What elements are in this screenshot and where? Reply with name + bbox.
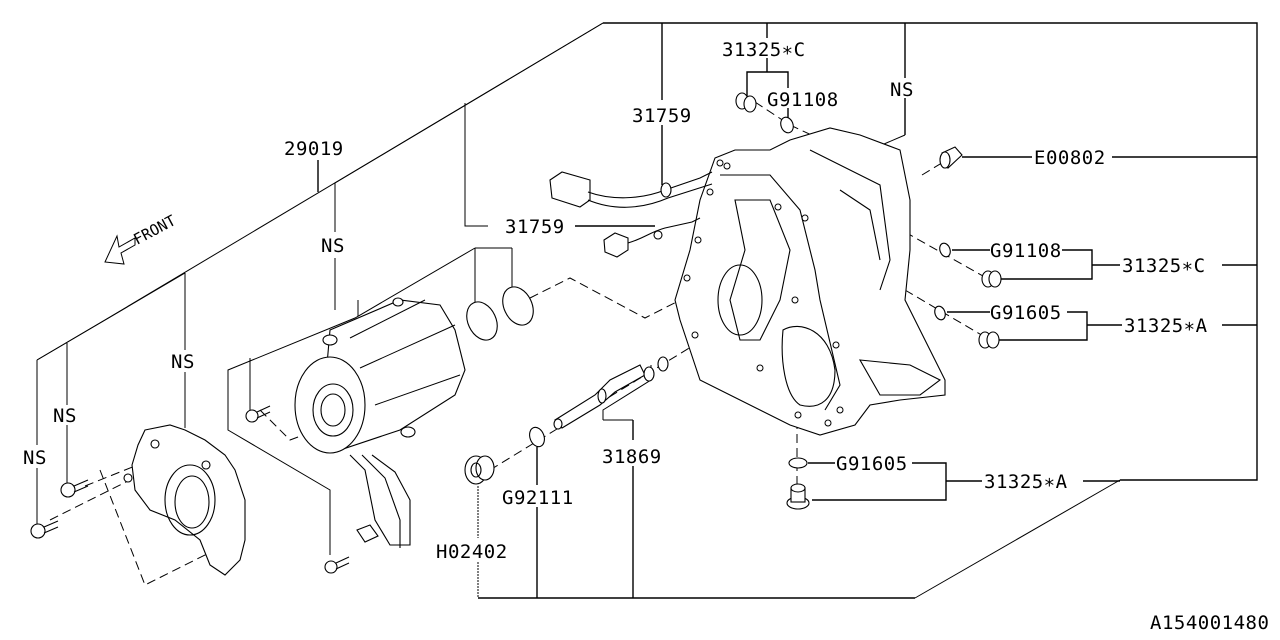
- callout-ns-bolt-b[interactable]: NS: [23, 447, 47, 469]
- plug-h02402[interactable]: [464, 455, 495, 485]
- front-arrow-icon: [104, 234, 136, 265]
- o-rings-motor[interactable]: [461, 282, 539, 345]
- bolt-motor-lower[interactable]: [324, 556, 350, 574]
- callout-31759-top[interactable]: 31759: [632, 105, 692, 127]
- callout-ns-bolt-a[interactable]: NS: [53, 405, 77, 427]
- top-leaders: [464, 23, 906, 227]
- seal-g92111[interactable]: [527, 425, 547, 449]
- harness-31759-lower[interactable]: [603, 217, 701, 258]
- callout-e00802[interactable]: E00802: [1034, 147, 1106, 169]
- callout-31869[interactable]: 31869: [602, 446, 662, 468]
- figure-id: A154001480: [1150, 612, 1269, 634]
- plug-31325c-top[interactable]: [735, 92, 757, 113]
- front-label: FRONT: [130, 211, 178, 248]
- plug-31325a-right[interactable]: [978, 331, 1000, 349]
- left-brackets: [36, 22, 604, 555]
- gasket-g91108-right[interactable]: [938, 242, 952, 259]
- front-indicator: FRONT: [104, 211, 179, 265]
- bottom-leaders: [477, 365, 652, 598]
- bolt-ns-lower[interactable]: [30, 520, 59, 539]
- bolt-ns-upper[interactable]: [60, 479, 89, 498]
- shaft-31869[interactable]: [553, 356, 669, 430]
- callout-h02402[interactable]: H02402: [436, 541, 508, 563]
- plug-31325c-right[interactable]: [981, 270, 1002, 288]
- callout-31325a-right[interactable]: 31325∗A: [1124, 315, 1208, 337]
- callout-ns-top[interactable]: NS: [890, 79, 914, 101]
- callout-ns-pump[interactable]: NS: [171, 351, 195, 373]
- electric-motor[interactable]: [294, 297, 466, 548]
- callout-31325a-bottom[interactable]: 31325∗A: [984, 471, 1068, 493]
- right-leaders: [808, 156, 1257, 501]
- bolt-motor-upper[interactable]: [245, 405, 271, 423]
- callout-g91108-top[interactable]: G91108: [767, 89, 839, 111]
- gasket-g91605-right[interactable]: [933, 305, 947, 322]
- callout-g92111[interactable]: G92111: [502, 487, 574, 509]
- callout-31325c-top[interactable]: 31325∗C: [722, 39, 806, 61]
- callout-g91108-right[interactable]: G91108: [990, 240, 1062, 262]
- bolt-holes: [683, 159, 844, 427]
- plug-31325a-bottom[interactable]: [786, 483, 810, 510]
- gasket-g91108-top[interactable]: [779, 115, 796, 134]
- oil-pump-housing[interactable]: [123, 424, 246, 576]
- callout-31325c-right[interactable]: 31325∗C: [1122, 255, 1206, 277]
- harness-31759-upper[interactable]: [549, 171, 713, 208]
- callout-29019[interactable]: 29019: [284, 138, 344, 160]
- gasket-g91605-bottom[interactable]: [788, 457, 808, 469]
- callout-31759-mid[interactable]: 31759: [505, 216, 565, 238]
- callout-ns-motor[interactable]: NS: [321, 235, 345, 257]
- callout-g91605-right[interactable]: G91605: [990, 302, 1062, 324]
- callout-labels: 31325∗C G91108 NS 31759 31759 29019 NS N…: [23, 39, 1208, 563]
- callout-g91605-bottom[interactable]: G91605: [836, 453, 908, 475]
- transmission-case[interactable]: [674, 127, 946, 436]
- collar-e00802[interactable]: [939, 146, 963, 169]
